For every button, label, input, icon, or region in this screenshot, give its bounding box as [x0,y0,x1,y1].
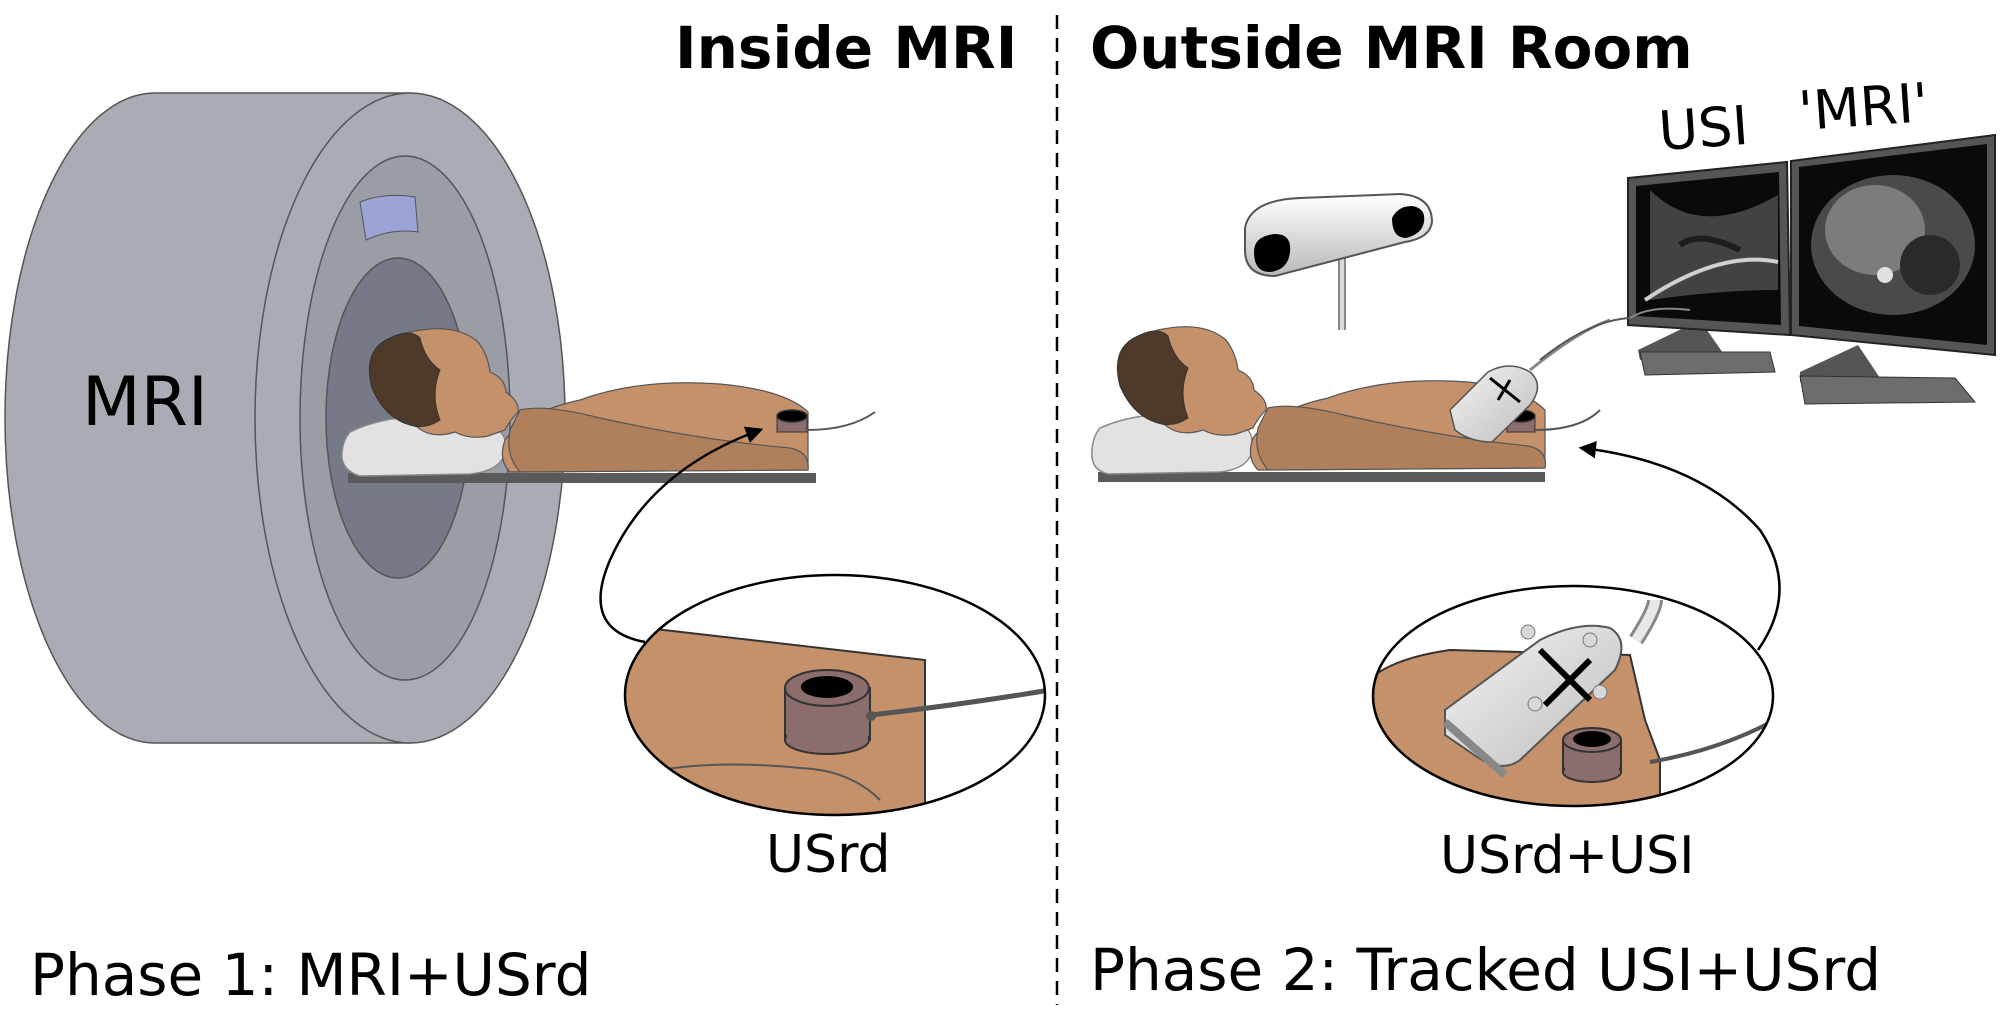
us-monitor-label: USI [1657,94,1751,163]
left-inset-label: USrd [766,825,891,885]
phase-2-caption: Phase 2: Tracked USI+USrd [1090,936,1881,1004]
left-patient-table [348,473,816,483]
left-arm [508,407,809,473]
right-inset-label: USrd+USI [1440,826,1695,886]
right-hair [1116,330,1189,426]
right-inset [1371,584,1775,808]
right-patient [1091,317,1631,482]
left-inset-sensor [801,676,853,698]
tracking-camera [1244,192,1434,330]
phase-1-caption: Phase 1: MRI+USrd [30,941,591,1009]
left-hair [368,332,441,428]
right-arm [1256,405,1546,471]
left-patient [341,328,876,483]
mri-monitor [1790,133,1996,405]
left-heading: Inside MRI [675,14,1017,82]
right-inset-sensor [1573,731,1611,747]
left-arrow [599,426,764,644]
us-monitor [1627,160,1792,376]
mri-scanner-label: MRI [82,363,208,442]
ultrasound-probe [1449,317,1631,443]
left-inset [623,573,1047,817]
left-usrd-sensor [776,409,808,423]
right-heading: Outside MRI Room [1090,14,1693,82]
right-arrow [1578,440,1781,651]
right-patient-table [1098,472,1545,482]
mri-monitor-label: 'MRI' [1797,71,1931,143]
